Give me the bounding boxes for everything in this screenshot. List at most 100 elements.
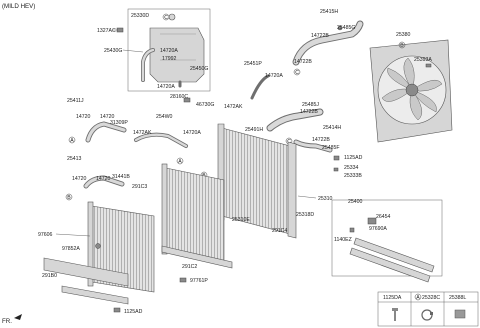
circle-ref-c-hose	[293, 68, 301, 76]
label-14720a-reservoir: 14720A	[160, 48, 178, 54]
label-1327ac: 1327AC	[97, 28, 116, 34]
module-25400-box	[331, 199, 443, 277]
label-291b0: 291B0	[42, 273, 57, 279]
label-25333b: 25333B	[344, 173, 362, 179]
label-14722b-left: 14722B	[294, 59, 312, 65]
legend-table	[377, 291, 479, 327]
clip-icon	[454, 309, 466, 319]
fan-blades	[381, 57, 443, 121]
circle-ref-c-top	[162, 13, 170, 21]
condenser-core	[165, 167, 225, 263]
sensor-26454	[367, 217, 377, 225]
module-bar-lower	[349, 247, 431, 283]
label-31309p: 31309P	[110, 120, 128, 126]
bolt-1125ad-bottom	[113, 307, 121, 313]
radiator-right-tank	[287, 141, 297, 239]
label-25430g: 25430G	[104, 48, 122, 54]
label-291c3: 291C3	[132, 184, 147, 190]
label-97690a: 97690A	[369, 226, 387, 232]
label-14720a-reservoir-2: 14720A	[157, 84, 175, 90]
label-31441b: 31441B	[112, 174, 130, 180]
label-291c2: 291C2	[182, 264, 197, 270]
label-1472ak-top: 1472AK	[224, 104, 243, 110]
reservoir-group-box	[127, 8, 211, 92]
sensor-28160c	[183, 97, 191, 103]
label-25411j: 25411J	[67, 98, 84, 104]
label-1472ak-mid: 1472AK	[133, 130, 152, 136]
label-254w0: 254W0	[156, 114, 173, 120]
label-291c4: 291C4	[272, 228, 287, 234]
label-1125ad-bottom: 1125AD	[124, 309, 143, 315]
label-25413: 25413	[67, 156, 82, 162]
front-direction-label: FR.	[2, 318, 12, 325]
label-14722b-mid: 14722B	[300, 109, 318, 115]
label-1125ad-right: 1125AD	[344, 155, 363, 161]
reservoir-cap	[168, 13, 176, 21]
label-25310: 25310	[318, 196, 333, 202]
legend-circle-a-label: A	[416, 295, 420, 301]
reservoir-tank	[149, 27, 205, 83]
circle-ref-b-left	[65, 193, 73, 201]
legend-25388l: 25388L	[449, 295, 466, 301]
circle-ref-b-fan	[398, 41, 406, 49]
header-title: (MILD HEV)	[2, 3, 35, 10]
lower-deflector	[61, 285, 129, 305]
label-46730g: 46730G	[196, 102, 214, 108]
label-14720-b: 14720	[96, 176, 111, 182]
bracket-291c2	[161, 245, 233, 269]
label-26454: 26454	[376, 214, 391, 220]
label-25415h: 25415H	[320, 9, 338, 15]
label-25330d: 25330D	[131, 13, 149, 19]
label-25450g: 25450G	[190, 66, 208, 72]
bolt-1125ad-right	[333, 155, 340, 161]
label-25491h: 25491H	[245, 127, 263, 133]
circle-ref-a-mid	[176, 157, 184, 165]
receiver-97852a	[95, 243, 101, 249]
legend-25328c: 25328C	[422, 295, 440, 301]
label-1140ez: 1140EZ	[334, 237, 352, 243]
label-25400: 25400	[348, 199, 363, 205]
label-14720-left-2: 14720	[100, 114, 115, 120]
label-97606: 97606	[38, 232, 53, 238]
label-28160c: 28160C	[170, 94, 188, 100]
clamp-icon	[421, 309, 433, 321]
circle-ref-b-fan-label: B	[400, 43, 404, 49]
label-25380: 25380	[396, 32, 411, 38]
legend-1125da: 1125DA	[383, 295, 402, 301]
circle-ref-a-mid-label: A	[178, 159, 182, 165]
circle-ref-c-top-label: C	[164, 15, 168, 21]
lower-bracket-291b0	[43, 257, 129, 287]
label-14720-left: 14720	[76, 114, 91, 120]
legend-circle-a	[414, 293, 422, 301]
front-condenser-left-bar	[87, 201, 94, 287]
label-25451p: 25451P	[244, 61, 262, 67]
clip-25393a	[425, 63, 432, 68]
label-25393a: 25393A	[414, 57, 432, 63]
clip-97761p	[179, 277, 187, 283]
label-14720a-mid-2: 14720A	[183, 130, 201, 136]
label-25485g: 25485G	[337, 25, 355, 31]
clamp-25485g	[337, 25, 343, 31]
label-17992: 17992	[162, 56, 177, 62]
front-arrow-icon	[14, 314, 22, 320]
fan-motor-hub	[405, 83, 419, 97]
circle-ref-c-hose-label: C	[295, 70, 299, 76]
label-14722b-top: 14722B	[311, 33, 329, 39]
label-25485j: 25485J	[302, 102, 319, 108]
label-25310e: 25310E	[232, 217, 250, 223]
bolt-1140ez	[349, 227, 355, 233]
label-25318d: 25318D	[296, 212, 314, 218]
label-97761p: 97761P	[190, 278, 208, 284]
circle-ref-a-left	[68, 136, 76, 144]
bracket-25334	[333, 167, 339, 172]
circle-ref-b-left-label: B	[67, 195, 71, 201]
condenser-left-bar	[161, 163, 168, 255]
label-25334: 25334	[344, 165, 359, 171]
bolt-icon	[392, 308, 398, 321]
module-bar-upper	[353, 237, 435, 273]
label-25485f: 25485F	[322, 145, 340, 151]
label-25414h: 25414H	[323, 125, 341, 131]
label-97852a: 97852A	[62, 246, 80, 252]
label-14720a-mid: 14720A	[265, 73, 283, 79]
